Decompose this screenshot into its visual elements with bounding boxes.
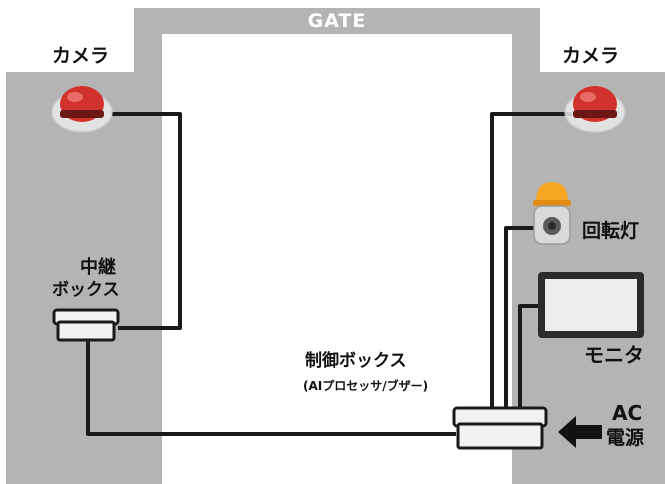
control-box-icon (452, 406, 548, 450)
cables (86, 112, 572, 436)
camera-right-label: カメラ (562, 45, 620, 67)
monitor-icon (538, 272, 644, 338)
cable-relay-to-control (86, 340, 456, 436)
relay-box-label-line1: 中継 (80, 257, 116, 278)
power-label: 電源 (606, 427, 645, 449)
control-box-body (456, 422, 544, 450)
gate-structure (6, 8, 665, 484)
cable-right-camera-to-control (490, 112, 572, 408)
lamp-dome (536, 182, 568, 202)
camera-left-highlight (67, 92, 83, 102)
camera-right-icon (564, 86, 626, 133)
cable-monitor-to-control (518, 304, 538, 408)
gate-right-pillar-top (512, 8, 540, 78)
monitor-label: モニタ (584, 343, 644, 367)
cable-left-camera-to-relay (112, 112, 182, 330)
relay-box-icon (52, 308, 120, 342)
rotating-lamp-icon (533, 182, 571, 245)
lamp-rim (533, 200, 571, 206)
ac-label: AC (612, 401, 643, 425)
rotating-lamp-label: 回転灯 (582, 220, 640, 242)
camera-left-icon (51, 86, 113, 133)
arrow-left-icon (558, 416, 602, 448)
gate-left-pillar-top (134, 8, 162, 78)
left-wall (6, 72, 162, 484)
monitor-screen (545, 279, 637, 331)
camera-left-label: カメラ (52, 45, 110, 67)
gate-label: GATE (307, 10, 367, 32)
relay-box-label-line2: ボックス (52, 280, 120, 300)
relay-box-body (56, 320, 116, 342)
camera-left-band (60, 110, 104, 118)
gate-top-beam (134, 8, 540, 34)
control-box-label: 制御ボックス (305, 351, 407, 371)
control-box-sublabel: (AIプロセッサ/ブザー) (303, 379, 429, 393)
lamp-speaker-inner (548, 222, 556, 230)
cable-lamp-to-control (504, 226, 540, 408)
camera-right-band (573, 110, 617, 118)
camera-right-highlight (580, 92, 596, 102)
